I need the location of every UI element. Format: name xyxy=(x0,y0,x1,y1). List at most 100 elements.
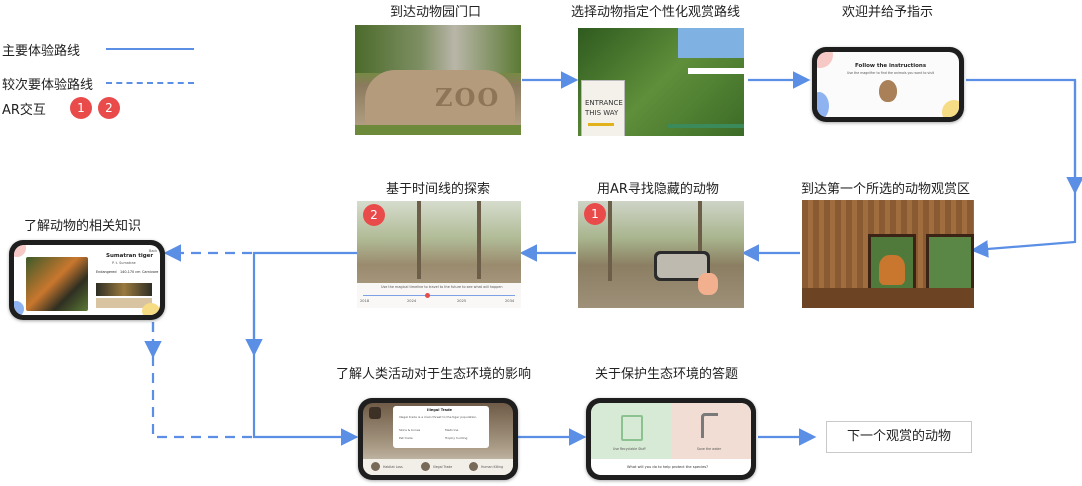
stat-height: 140-170 cm xyxy=(120,270,141,274)
next-animal-box: 下一个观赏的动物 xyxy=(826,421,972,453)
tree-trunk-2 xyxy=(698,201,702,281)
building-background xyxy=(355,25,521,73)
tab-human-killing[interactable]: Human Killing xyxy=(481,465,504,469)
impact-phone: Illegal Trade Illegal trade is a main th… xyxy=(358,398,518,480)
step-quiz-label: 关于保护生态环境的答题 xyxy=(595,367,739,382)
step-human-impact-label: 了解人类活动对于生态环境的影响 xyxy=(336,367,532,382)
arrow-welcome-to-area xyxy=(966,78,1077,258)
welcome-title: Follow the instructions xyxy=(855,63,927,69)
viewing-area-photo xyxy=(802,200,974,308)
question-card: Illegal Trade Illegal trade is a main th… xyxy=(393,406,489,448)
water-option[interactable]: Save the water xyxy=(671,403,751,459)
sign-line-2: THIS WAY xyxy=(585,109,619,117)
knowledge-phone: Sumatran tiger P. t. Sumatrae Endangered… xyxy=(9,240,165,320)
tree-trunk-1 xyxy=(608,201,612,281)
step-ar-hidden-label: 用AR寻找隐藏的动物 xyxy=(597,182,719,197)
timeline-tick-1: 2018 xyxy=(360,299,370,303)
killing-icon[interactable] xyxy=(469,462,478,471)
option-3[interactable]: Pet trade xyxy=(399,436,413,440)
entrance-sign: ENTRANCE THIS WAY xyxy=(581,80,625,136)
habitat-icon[interactable] xyxy=(371,462,380,471)
timeline-marker-2: 2 xyxy=(363,204,385,226)
window-right xyxy=(926,234,974,294)
owl-icon xyxy=(879,80,897,102)
tiger-photo xyxy=(26,257,88,311)
sculpture-text: ZOO xyxy=(435,83,501,112)
legend-dashed-line xyxy=(106,82,194,84)
sign-arrow xyxy=(588,123,614,126)
stat-status: Endangered xyxy=(96,270,117,274)
blob-yellow xyxy=(942,100,959,117)
ar-phone-view xyxy=(657,254,707,278)
legend-marker-2: 2 xyxy=(98,97,120,119)
ar-screen-photo: 1 xyxy=(578,201,744,308)
arrow-timeline-to-impact xyxy=(252,251,359,446)
ar-marker-1: 1 xyxy=(584,203,606,225)
back-button[interactable]: Back xyxy=(149,249,158,253)
recycle-option[interactable]: Use Recyclable Stuff xyxy=(591,403,671,459)
step-arrive-gate-label: 到达动物园门口 xyxy=(390,5,482,20)
welcome-screen: Follow the instructions Use the magnifie… xyxy=(817,52,959,117)
step-welcome-label: 欢迎并给予指示 xyxy=(842,5,934,20)
sand-sculpture xyxy=(365,70,515,132)
hand-icon xyxy=(698,273,718,295)
sky xyxy=(678,28,744,58)
impact-screen: Illegal Trade Illegal trade is a main th… xyxy=(363,403,513,475)
recycle-label: Use Recyclable Stuff xyxy=(613,447,646,451)
timeline-handle[interactable] xyxy=(425,293,430,298)
legend-secondary-label: 较次要体验路线 xyxy=(2,78,94,93)
animal-name: Sumatran tiger xyxy=(106,253,154,259)
tab-habitat-loss[interactable]: Habitat Loss xyxy=(383,465,403,469)
timeline-tick-2: 2024 xyxy=(407,299,417,303)
step-arrive-area-label: 到达第一个所选的动物观赏区 xyxy=(801,182,971,197)
stat-diet: Carnivore xyxy=(142,270,159,274)
step-knowledge-label: 了解动物的相关知识 xyxy=(24,219,142,234)
tab-illegal-trade[interactable]: Illegal Trade xyxy=(433,465,453,469)
knowledge-screen: Sumatran tiger P. t. Sumatrae Endangered… xyxy=(14,245,160,315)
window-left xyxy=(868,234,916,294)
timeline-track[interactable] xyxy=(363,295,515,296)
entrance-photo: ENTRANCE THIS WAY xyxy=(578,28,744,136)
dashed-knowledge-to-impact xyxy=(151,322,254,439)
rail xyxy=(802,288,974,308)
legend-ar-label: AR交互 xyxy=(2,103,46,118)
legend-solid-line xyxy=(106,48,194,50)
option-1[interactable]: Skins & bones xyxy=(399,428,421,432)
question-title: Illegal Trade xyxy=(427,408,452,412)
timeline-caption: Use the magical timeline to travel to th… xyxy=(381,285,503,289)
welcome-phone: Follow the instructions Use the magnifie… xyxy=(812,47,964,122)
blob-pink xyxy=(817,52,833,68)
timeline-panel: Use the magical timeline to travel to th… xyxy=(357,283,521,308)
step-timeline-label: 基于时间线的探索 xyxy=(386,182,491,197)
quiz-phone: Use Recyclable Stuff Save the water What… xyxy=(586,398,756,480)
blob-yellow-2 xyxy=(142,303,160,315)
water-label: Save the water xyxy=(697,447,722,451)
faucet-icon xyxy=(701,413,718,438)
quiz-question: What will you do to help protect the spe… xyxy=(627,465,709,469)
timeline-tick-4: 2034 xyxy=(505,299,515,303)
question-body: Illegal trade is a main threat to the ti… xyxy=(399,415,478,419)
option-4[interactable]: Trophy hunting xyxy=(445,436,468,440)
ar-phone-frame xyxy=(654,251,710,281)
timeline-photo: Use the magical timeline to travel to th… xyxy=(357,201,521,308)
timeline-tick-3: 2025 xyxy=(457,299,467,303)
option-2[interactable]: Medicine xyxy=(445,428,459,432)
animal-scientific: P. t. Sumatrae xyxy=(112,261,136,265)
zoo-gate-photo: ZOO xyxy=(355,25,521,135)
blob-blue-2 xyxy=(14,301,24,315)
grass xyxy=(355,125,521,135)
tiger-shape xyxy=(879,255,905,285)
tree-trunk-4 xyxy=(477,201,481,279)
legend-primary-label: 主要体验路线 xyxy=(2,44,81,59)
impact-bottom-bar: Habitat Loss Illegal Trade Human Killing xyxy=(363,459,513,475)
welcome-subtitle: Use the magnifier to find the animals yo… xyxy=(847,71,934,75)
blob-blue xyxy=(817,92,829,117)
trade-icon[interactable] xyxy=(421,462,430,471)
owl-badge-icon xyxy=(369,407,381,419)
roof-beam xyxy=(688,68,744,74)
habitat-strip xyxy=(96,298,152,308)
sign-line-1: ENTRANCE xyxy=(585,99,623,107)
step-choose-route-label: 选择动物指定个性化观赏路线 xyxy=(571,5,741,20)
quiz-screen: Use Recyclable Stuff Save the water What… xyxy=(591,403,751,475)
